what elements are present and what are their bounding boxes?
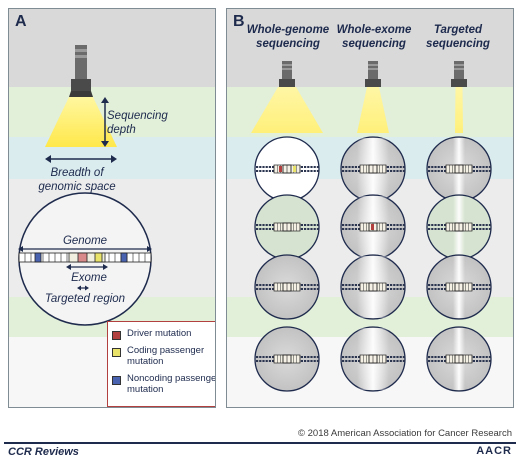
genome-strip	[256, 164, 319, 174]
legend-item-driver: Driver mutation	[112, 328, 191, 341]
genome-strip	[342, 164, 405, 174]
exome-label: Exome	[71, 272, 107, 284]
legend: Driver mutation Coding passenger mutatio…	[107, 321, 215, 407]
genome-strip	[256, 282, 319, 292]
coding-swatch	[112, 347, 121, 357]
genome-strip	[256, 222, 319, 232]
breadth-label: Breadth of genomic space	[38, 167, 116, 193]
light-beam	[45, 97, 117, 147]
band-1	[9, 9, 215, 87]
driver-swatch	[112, 330, 121, 340]
genome-strip	[428, 222, 491, 232]
band-2	[9, 87, 215, 137]
panel-a-graphics	[18, 45, 152, 326]
flashlight-icon	[451, 61, 467, 87]
panel-a: A	[8, 8, 216, 408]
legend-item-noncoding: Noncoding passenger mutation	[112, 373, 215, 395]
light-beam	[455, 87, 463, 133]
light-beam	[251, 87, 323, 133]
targeted-region-label: Targeted region	[44, 293, 126, 305]
genome-strip	[342, 282, 405, 292]
genome-strip	[428, 282, 491, 292]
light-beam	[357, 87, 389, 133]
footer: © 2018 American Association for Cancer R…	[0, 412, 520, 460]
panel-a-letter: A	[15, 13, 27, 30]
panel-b-letter: B	[233, 13, 245, 30]
breadth-arrow	[45, 155, 117, 163]
depth-arrow	[101, 97, 109, 147]
genome-strip	[428, 354, 491, 364]
targeted-arrow	[77, 285, 89, 291]
genome-strip	[256, 354, 319, 364]
genome-strip	[342, 222, 405, 232]
genome-strip	[428, 164, 491, 174]
genome-strip	[342, 354, 405, 364]
publisher-logo: AACR	[476, 445, 512, 457]
noncoding-swatch	[112, 375, 121, 385]
genome-label: Genome	[62, 235, 108, 247]
exome-arrow	[66, 264, 108, 270]
panel-b-graphics	[251, 61, 492, 392]
footer-divider	[4, 442, 516, 444]
genome-strip	[18, 252, 152, 263]
flashlight-icon	[279, 61, 295, 87]
copyright-notice: © 2018 American Association for Cancer R…	[298, 428, 512, 439]
flashlight-icon	[69, 45, 93, 97]
genome-arrow	[18, 246, 152, 252]
flashlight-icon	[365, 61, 381, 87]
journal-name: CCR Reviews	[8, 446, 79, 458]
legend-item-coding: Coding passenger mutation	[112, 345, 204, 367]
depth-label: Sequencing depth	[107, 110, 168, 136]
